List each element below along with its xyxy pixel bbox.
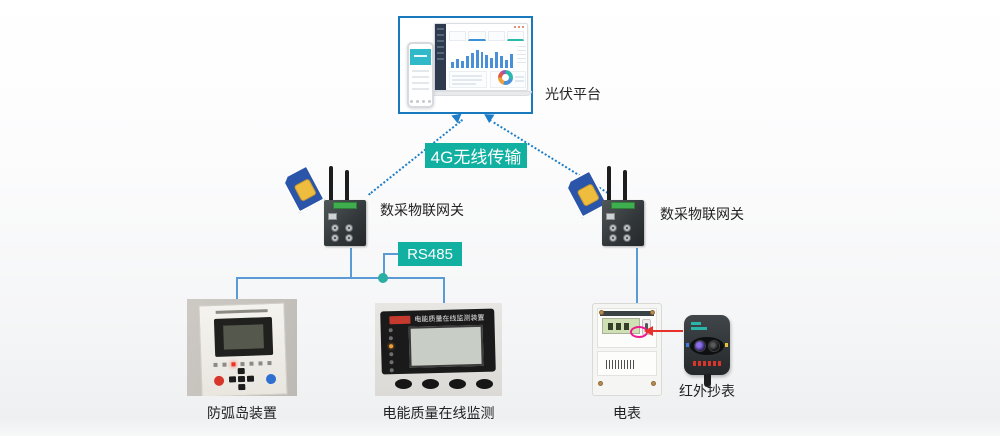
ir-lens-icon xyxy=(708,340,720,352)
antenna-icon xyxy=(606,166,612,206)
serial-port-icon xyxy=(331,224,339,232)
indicator-blue xyxy=(686,343,689,347)
wire-gateway-right-drop xyxy=(636,248,638,304)
serial-port-icon xyxy=(623,224,631,232)
ir-pointer-arrow xyxy=(651,330,683,332)
4g-transmission-badge: 4G无线传输 xyxy=(425,143,527,168)
serial-port-icon xyxy=(331,234,339,242)
anti-islanding-label: 防弧岛装置 xyxy=(207,405,277,421)
gateway-body xyxy=(324,200,366,246)
led-row xyxy=(213,361,272,368)
ir-pointer-arrowhead-icon xyxy=(644,326,653,336)
dashboard-donut-chart xyxy=(498,70,513,85)
phone-header xyxy=(410,49,431,65)
dashboard-bar-chart xyxy=(451,46,513,68)
ir-lens-icon xyxy=(694,340,706,352)
dashboard-screen xyxy=(434,23,528,91)
meter-title-strip xyxy=(600,311,654,316)
serial-port-icon xyxy=(609,234,617,242)
antenna-icon xyxy=(328,166,334,206)
led-column xyxy=(388,328,394,376)
model-badge xyxy=(389,315,411,325)
power-quality-label: 电能质量在线监测 xyxy=(382,405,495,421)
gateway-body xyxy=(602,200,644,246)
indicator-yellow xyxy=(725,343,728,347)
laptop-base xyxy=(428,91,532,96)
wire-bus-horizontal xyxy=(236,277,445,279)
gateway-right xyxy=(600,166,648,248)
ethernet-port-icon xyxy=(328,213,337,220)
blue-button xyxy=(265,373,277,385)
gateway-left-label: 数采物联网关 xyxy=(380,202,464,218)
panel-buttons xyxy=(395,379,493,389)
ir-device-text-strip xyxy=(693,361,721,366)
wire-gateway-left-drop xyxy=(350,248,352,278)
gateway-right-label: 数采物联网关 xyxy=(660,206,744,222)
anti-islanding-device xyxy=(187,299,297,396)
red-button xyxy=(213,375,225,387)
wire-branch-power-quality xyxy=(443,277,445,304)
ir-reader-label: 红外抄表 xyxy=(679,383,735,399)
device-lcd xyxy=(408,324,484,368)
serial-port-icon xyxy=(345,224,353,232)
antenna-icon xyxy=(622,170,628,206)
serial-port-icon xyxy=(623,234,631,242)
gateway-left xyxy=(322,166,370,248)
ir-cable xyxy=(704,374,711,387)
wire-rs485-horizontal xyxy=(383,253,398,255)
dashboard-legend xyxy=(517,46,526,66)
meter-nameplate xyxy=(597,351,657,376)
rs485-badge: RS485 xyxy=(398,242,462,266)
serial-port-icon xyxy=(609,224,617,232)
dashboard-phone xyxy=(407,42,434,108)
panel-title-strip xyxy=(215,309,268,314)
terminal-block xyxy=(333,202,357,209)
dashboard-sidebar xyxy=(435,24,446,90)
device-lcd xyxy=(213,316,274,357)
sim-card-left-icon xyxy=(280,164,325,213)
dpad-buttons xyxy=(199,304,283,391)
serial-port-icon xyxy=(345,234,353,242)
ethernet-port-icon xyxy=(606,213,615,220)
power-quality-device: 电能质量在线监测装置 xyxy=(375,303,502,396)
terminal-block xyxy=(611,202,635,209)
power-quality-panel: 电能质量在线监测装置 xyxy=(380,308,496,376)
ir-reader-device xyxy=(684,315,730,387)
pv-platform-box xyxy=(398,16,533,114)
wire-rs485-vertical xyxy=(383,253,385,278)
energy-meter-device xyxy=(592,303,662,396)
ir-lens-housing xyxy=(690,337,724,355)
bus-junction-dot xyxy=(378,273,388,283)
energy-meter-label: 电表 xyxy=(613,405,641,421)
phone-nav-dots-icon xyxy=(409,100,432,103)
wire-branch-anti-islanding xyxy=(236,277,238,300)
power-quality-panel-title: 电能质量在线监测装置 xyxy=(414,314,485,324)
barcode-icon xyxy=(606,360,636,369)
pv-platform-label: 光伏平台 xyxy=(545,86,601,102)
dashboard-window-dots-icon xyxy=(514,26,524,28)
dashboard-stat-cards xyxy=(449,31,524,41)
anti-islanding-panel xyxy=(198,302,288,396)
antenna-icon xyxy=(344,170,350,206)
